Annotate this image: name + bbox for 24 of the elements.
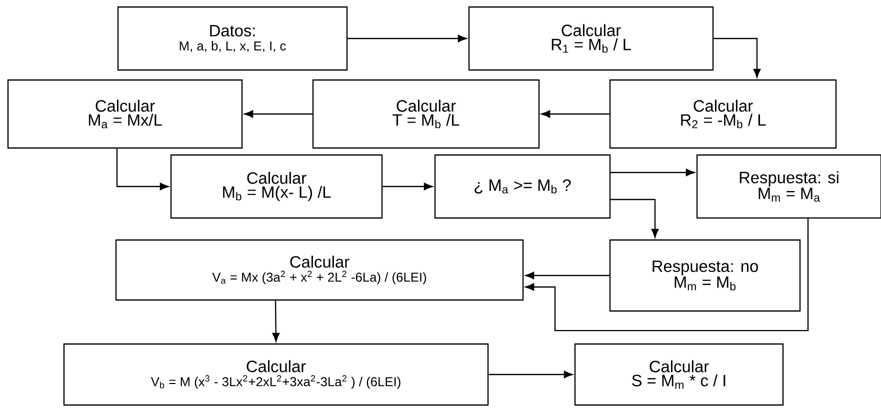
arrow [488,370,573,378]
arrow [541,110,610,118]
decision-box: ¿ M$_{a}$ >= M$_{b}$ ? [434,154,611,219]
arrow [610,198,659,238]
process-box: Respuesta: si M$_{m}$ = M$_{a}$ [696,154,881,219]
process-box: Calcular V$_{a}$ = Mx (3a$^{2}$ + x$^{2}$ + 2L$^{2}$ -6La) / (6LEI) [115,239,524,301]
arrow [610,168,695,176]
process-box: Calcular M$_{a}$ = Mx/L [7,79,243,149]
arrow [525,218,809,332]
process-box: Calcular R$_{1}$ = M$_{b}$ / L [468,6,714,71]
arrow [244,110,312,118]
arrow [382,182,433,190]
arrow [116,148,169,190]
arrow [714,38,761,78]
process-box: Respuesta: no M$_{m}$ = M$_{b}$ [609,239,801,312]
process-box: Calcular T = M$_{b}$ /L [312,79,540,149]
arrow [272,300,280,342]
process-box: Calcular M$_{b}$ = M(x- L) /L [170,154,383,219]
arrow [525,272,610,280]
process-box: Calcular S = M$_{m}$ * c / I [574,343,784,406]
process-box: Calcular R$_{2}$ = -M$_{b}$ / L [609,79,837,149]
arrow [348,34,467,42]
process-box: Datos: M, a, b, L, x, E, I, c [117,6,348,71]
process-box: Calcular V$_{b}$ = M (x$^{3}$ - 3Lx$^{2}$+2xL$^{2}$+3xa$^{2}$-3La$^{2}$ ) / (6LEI) [63,343,489,406]
